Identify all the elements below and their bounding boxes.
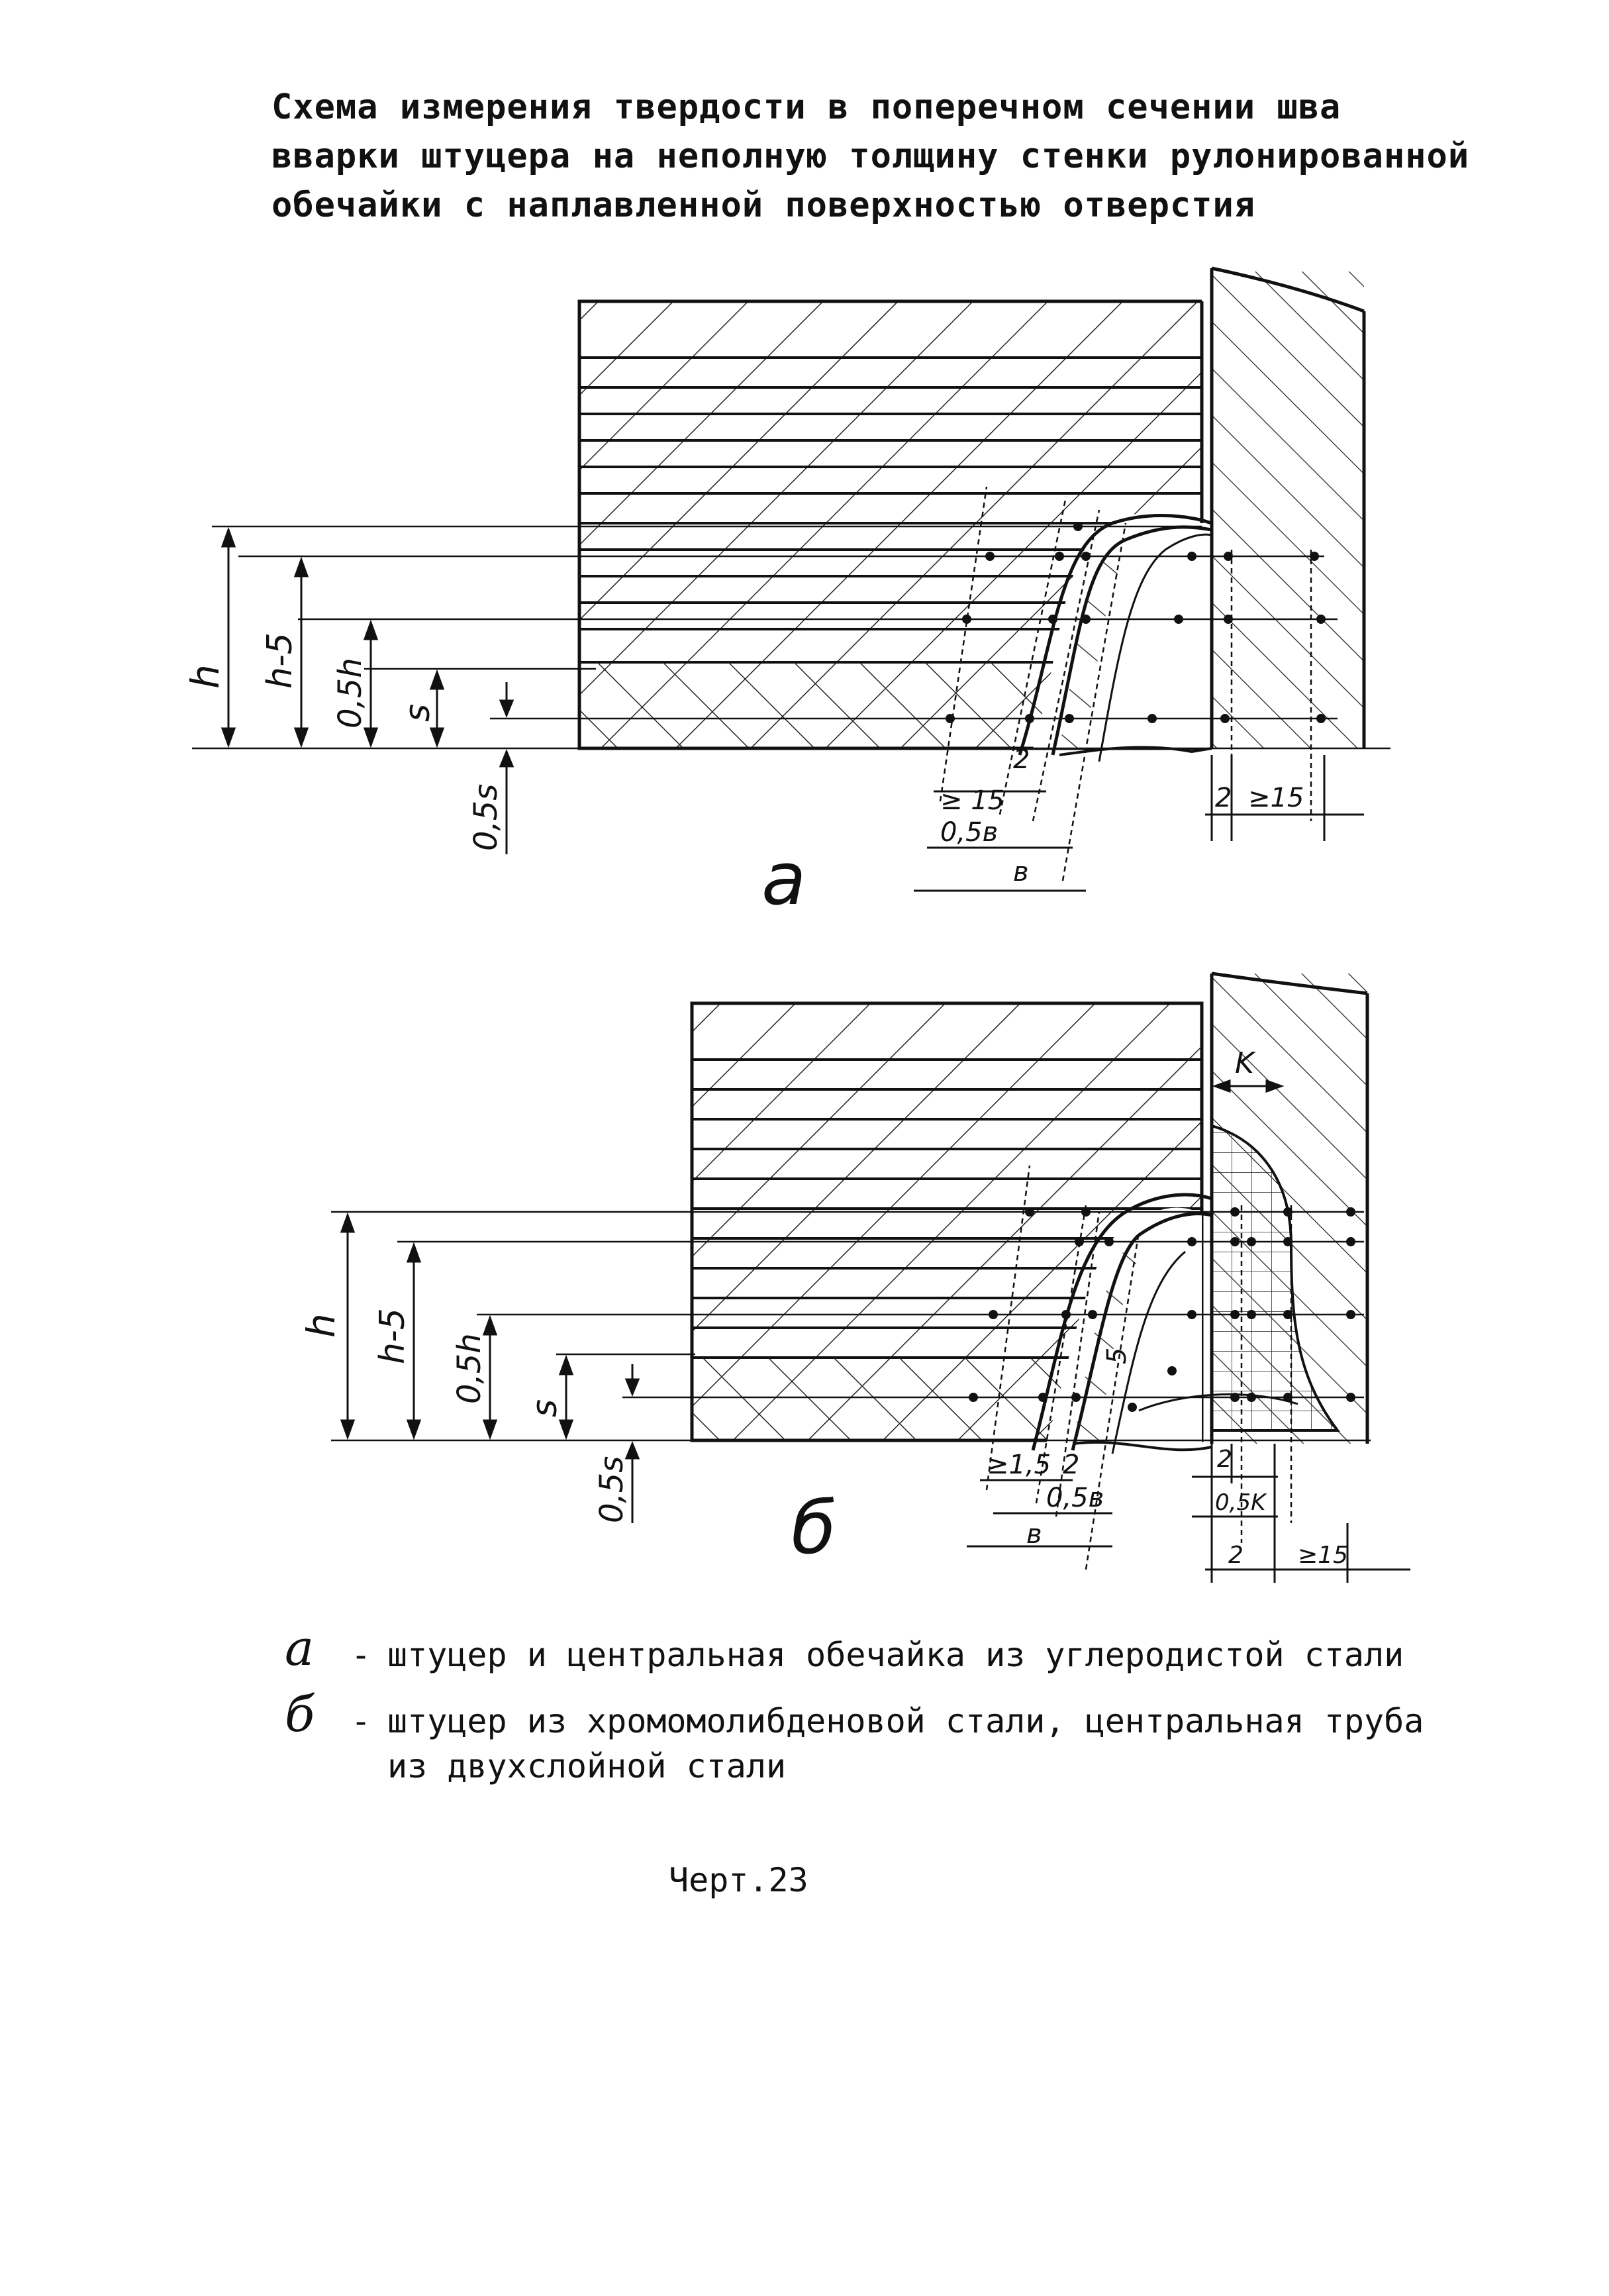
title-line-1: Схема измерения твердости в поперечном с…: [271, 87, 1341, 127]
dim-half-s-b: 0,5s: [593, 1456, 630, 1523]
dim-ge15-left-b: ≥1,5: [987, 1450, 1051, 1480]
dim-ge15-right-b: ≥15: [1298, 1542, 1348, 1569]
dim-two-left-a: 2: [1013, 744, 1030, 775]
dim-b-b: в: [1026, 1519, 1042, 1550]
dim-k-b: K: [1235, 1046, 1256, 1080]
dim-b-a: в: [1013, 857, 1029, 887]
dim-ge15-right-a: ≥15: [1248, 783, 1304, 813]
legend-dash: -: [351, 1702, 371, 1740]
legend-text-b: штуцер из хромомолибденовой стали, центр…: [387, 1702, 1424, 1740]
dim-h-b: h: [299, 1313, 344, 1338]
figure-b-label: б: [791, 1485, 836, 1570]
measurement-points-a: [946, 522, 1326, 723]
dim-five-b: 5: [1102, 1348, 1132, 1364]
figure-b: h h-5 0,5h s 0,5s ≥1,5 2 0,5в в K 5 2 0,…: [299, 972, 1410, 1583]
dim-h5-a: h-5: [260, 632, 300, 689]
dim-two-bottom-b: 2: [1228, 1542, 1243, 1569]
title-line-2: вварки штуцера на неполную толщину стенк…: [271, 136, 1470, 176]
dim-two-right-a: 2: [1215, 783, 1232, 813]
legend-dash: -: [351, 1636, 371, 1674]
dim-half-b-a: 0,5в: [940, 817, 998, 848]
dim-half-b-b: 0,5в: [1046, 1483, 1104, 1513]
figure-a: h h-5 0,5h s 0,5s ≥ 15 2 0,5в в 2 ≥15 а: [183, 266, 1390, 921]
dim-h5-b: h-5: [373, 1308, 413, 1364]
legend-key-a: а: [285, 1620, 315, 1677]
legend-key-b: б: [285, 1686, 315, 1743]
dim-s-b: s: [525, 1399, 565, 1417]
dim-half-h-b: 0,5h: [451, 1333, 488, 1404]
dim-two-right-b: 2: [1217, 1446, 1232, 1473]
drawing-caption: Черт.23: [669, 1861, 808, 1899]
dim-ge15-left-a: ≥ 15: [940, 785, 1004, 816]
measurement-points-b: [969, 1207, 1355, 1412]
dim-half-k-b: 0,5K: [1215, 1489, 1267, 1516]
title-line-3: обечайки с наплавленной поверхностью отв…: [271, 185, 1256, 225]
figure-title: Схема измерения твердости в поперечном с…: [271, 83, 1470, 230]
dim-half-h-a: 0,5h: [332, 658, 369, 728]
dim-s-a: s: [398, 704, 438, 722]
legend-text-a: штуцер и центральная обечайка из углерод…: [387, 1636, 1404, 1674]
shell-b: [692, 1003, 1202, 1440]
legend-text-b-2: из двухслойной стали: [387, 1747, 787, 1785]
dim-h-a: h: [183, 664, 228, 689]
dim-two-left-b: 2: [1063, 1450, 1079, 1480]
dim-half-s-a: 0,5s: [467, 784, 505, 851]
figure-a-label: а: [761, 836, 806, 921]
